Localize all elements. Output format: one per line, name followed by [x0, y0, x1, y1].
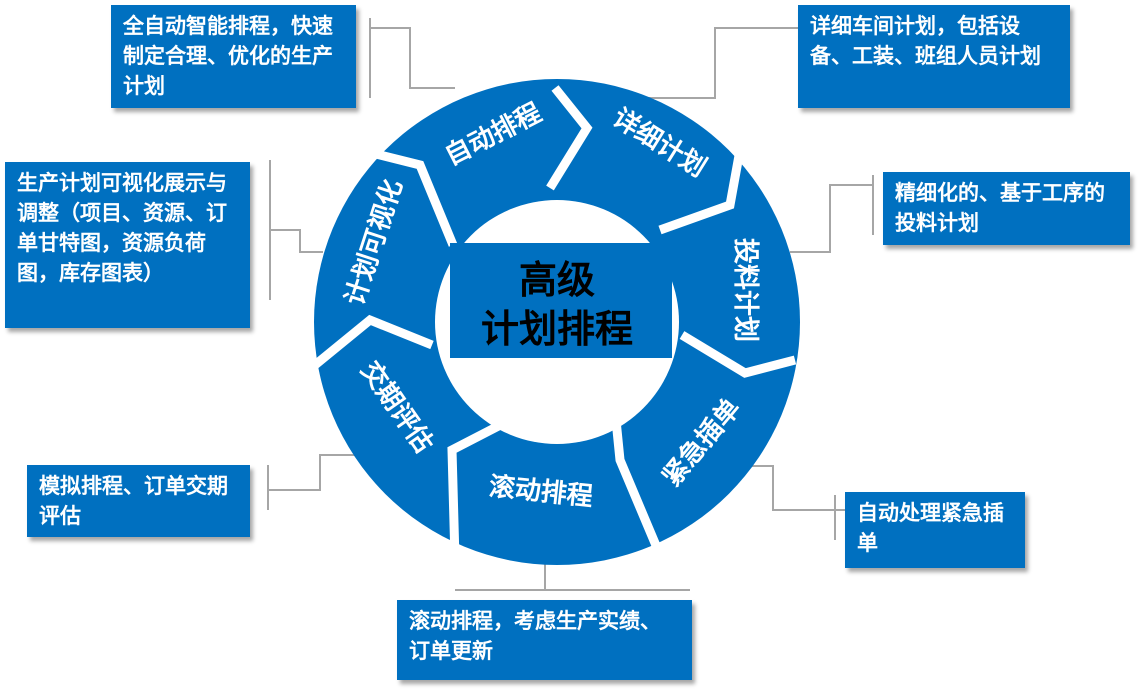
callout-material-plan: 精细化的、基于工序的投料计划 [883, 172, 1130, 245]
connector-visual-2 [270, 229, 323, 253]
callout-auto-scheduling: 全自动智能排程，快速制定合理、优化的生产计划 [111, 5, 356, 108]
connector-auto-2 [370, 27, 455, 89]
center-title-line2: 计划排程 [481, 307, 633, 351]
connector-delivery-2 [268, 454, 372, 491]
callout-delivery-evaluation: 模拟排程、订单交期评估 [27, 465, 250, 537]
center-band [450, 243, 672, 358]
connector-material-2 [790, 184, 873, 253]
segment-separators [312, 85, 797, 561]
connector-detail [645, 27, 798, 99]
callout-detailed-plan: 详细车间计划，包括设备、工装、班组人员计划 [798, 5, 1070, 108]
callout-rolling-scheduling: 滚动排程，考虑生产实绩、订单更新 [397, 600, 692, 680]
callout-urgent-insert: 自动处理紧急插单 [845, 492, 1025, 568]
segment-material-plan: 投料计划 [730, 238, 760, 342]
callout-plan-visualization: 生产计划可视化展示与调整（项目、资源、订单甘特图，资源负荷图，库存图表） [5, 162, 250, 328]
center-title-line1: 高级 [519, 258, 595, 302]
